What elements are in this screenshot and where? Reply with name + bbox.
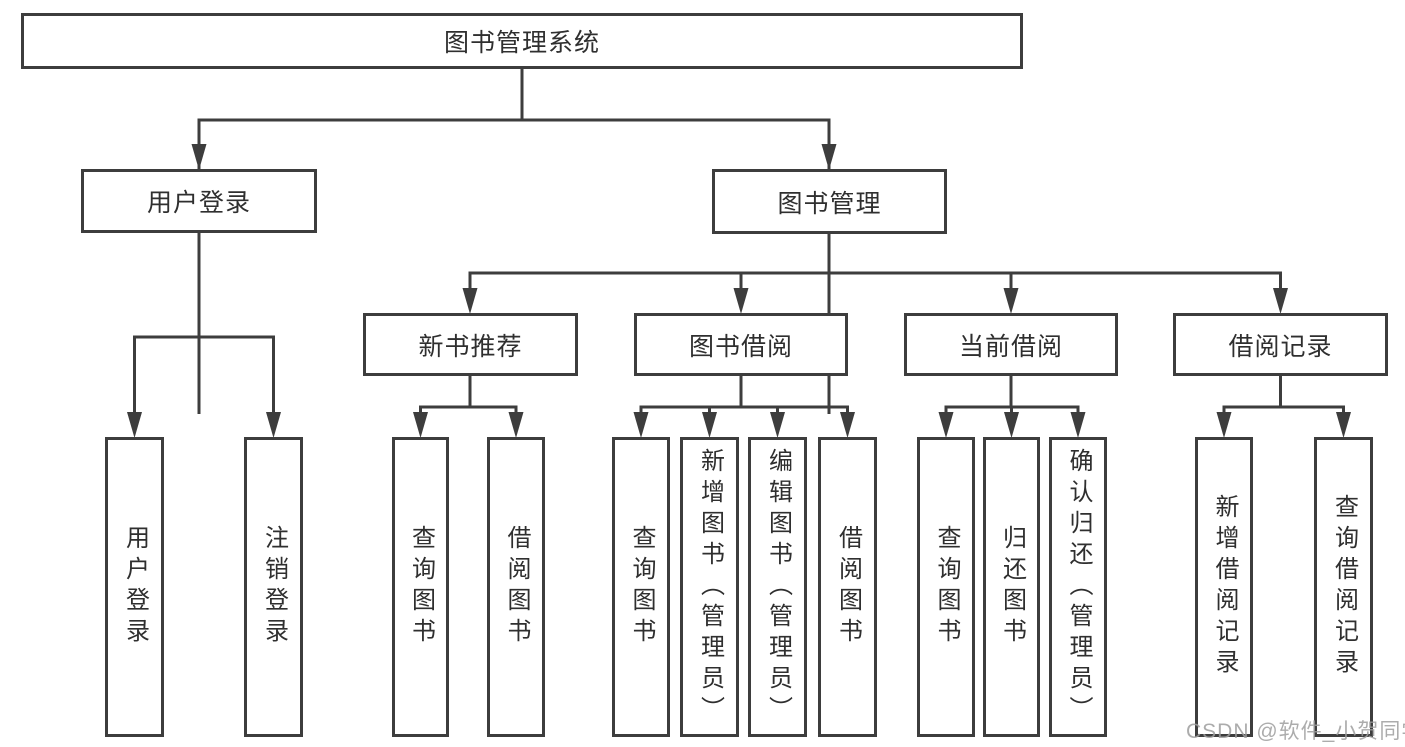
leaf-borrow-book-recommend: 借阅图书 — [487, 437, 545, 737]
leaf-add-book-admin: 新增图书（管理员） — [680, 437, 739, 737]
leaf-borrow-book-borrowing: 借阅图书 — [818, 437, 877, 737]
leaf-confirm-return-admin: 确认归还（管理员） — [1049, 437, 1107, 737]
node-book-management: 图书管理 — [712, 169, 947, 234]
leaf-query-book-recommend: 查询图书 — [392, 437, 449, 737]
leaf-add-borrow-record: 新增借阅记录 — [1195, 437, 1253, 737]
node-book-borrowing: 图书借阅 — [634, 313, 848, 376]
leaf-logout: 注销登录 — [244, 437, 303, 737]
node-new-book-recommend: 新书推荐 — [363, 313, 578, 376]
node-book-management-system: 图书管理系统 — [21, 13, 1023, 69]
node-borrowing-records: 借阅记录 — [1173, 313, 1388, 376]
node-user-login: 用户登录 — [81, 169, 317, 233]
arrowhead-icons — [127, 144, 1351, 438]
csdn-watermark: CSDN @软件_小贺同学 — [1186, 720, 1405, 743]
node-current-borrowing: 当前借阅 — [904, 313, 1118, 376]
leaf-return-book: 归还图书 — [983, 437, 1040, 737]
leaf-query-borrow-record: 查询借阅记录 — [1314, 437, 1373, 737]
leaf-user-login: 用户登录 — [105, 437, 164, 737]
leaf-edit-book-admin: 编辑图书（管理员） — [748, 437, 807, 737]
elbow-connectors — [133, 69, 1345, 414]
leaf-query-book-current: 查询图书 — [917, 437, 975, 737]
leaf-query-book-borrowing: 查询图书 — [612, 437, 670, 737]
